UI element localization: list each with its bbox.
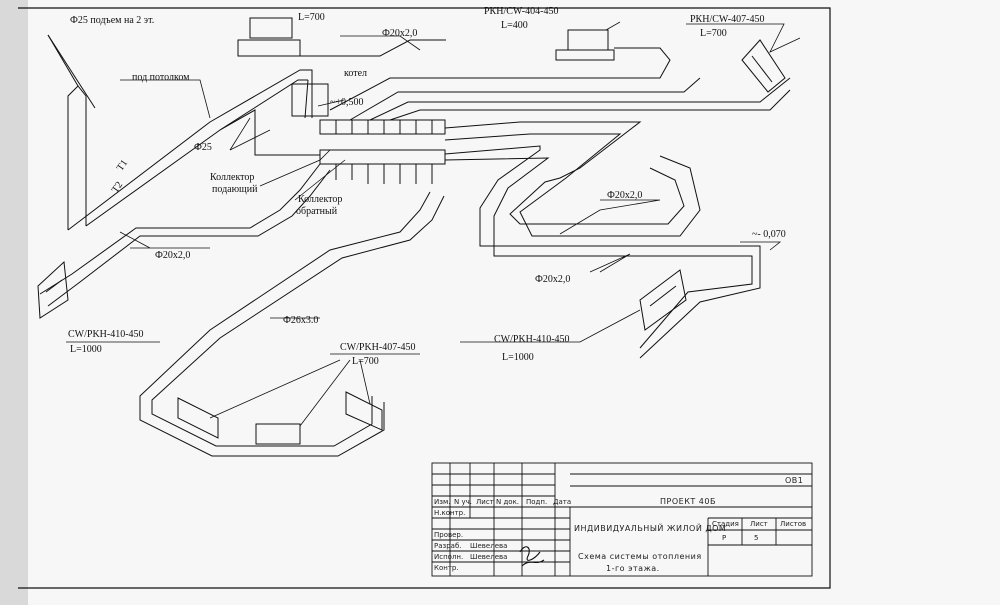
label-elevation-low: ~- 0,070: [752, 229, 786, 240]
label-rad-left-len: L=1000: [70, 344, 102, 355]
tb-sheet-label: Лист: [750, 520, 768, 528]
label-collector-supply-1: Коллектор: [210, 172, 255, 183]
tb-sheet-value: 5: [754, 534, 759, 542]
label-rad-bottom-name: CW/PKH-407-450: [340, 342, 416, 353]
tb-sheets-label: Листов: [780, 520, 807, 528]
tb-sheet-code: ОВ1: [785, 476, 804, 485]
label-rad-bottom-len: L=700: [352, 356, 379, 367]
boiler-symbol: [291, 83, 329, 117]
label-boiler: котел: [344, 68, 368, 79]
label-rad-top-a-len: L=700: [298, 12, 325, 23]
title-block: [431, 462, 813, 577]
pipe-main-bottom: [139, 191, 445, 457]
tb-col-data: Дата: [553, 498, 572, 506]
label-collector-return-1: Коллектор: [298, 194, 343, 205]
label-ceiling: под потолком: [132, 72, 190, 83]
scan-edge: [0, 0, 28, 605]
tb-title-1: Схема системы отопления: [578, 552, 702, 561]
frame-border: [18, 7, 831, 589]
label-elevation-top: ~+0,500: [330, 97, 364, 108]
pipe-t1-t2: [47, 34, 320, 231]
tb-col-izm: Изм.: [434, 498, 451, 506]
signature-image: [519, 546, 545, 567]
tb-row-kontr: Контр.: [434, 564, 459, 572]
tb-row-prover: Провер.: [434, 531, 464, 539]
label-rad-top-c-len: L=700: [700, 28, 727, 39]
tb-row-ispoln: Исполн.: [434, 553, 464, 561]
tb-title-2: 1-го этажа.: [606, 564, 660, 573]
tb-row-nkontr: Н.контр.: [434, 509, 466, 517]
tb-col-podp: Подп.: [526, 498, 548, 506]
label-pipe-right: Ф20х2,0: [535, 274, 571, 285]
radiator-top-a: [237, 17, 301, 57]
tb-col-list: Лист: [476, 498, 494, 506]
label-rad-top-b-len: L=400: [501, 20, 528, 31]
radiator-top-c: [741, 39, 786, 93]
label-collector-supply-2: подающий: [212, 184, 258, 195]
tb-stage-label: Стадия: [712, 520, 739, 528]
pipe-runs-top: [300, 39, 791, 121]
label-rad-right-len: L=1000: [502, 352, 534, 363]
elev-top-value: +0,500: [335, 97, 364, 108]
tb-object: ИНДИВИДУАЛЬНЫЙ ЖИЛОЙ ДОМ: [574, 524, 727, 533]
label-rad-right-name: CW/PKH-410-450: [494, 334, 570, 345]
radiator-top-b: [555, 29, 615, 61]
label-pipe-main: Ф26х3.0: [283, 315, 319, 326]
manifold-return: [319, 149, 446, 184]
pipe-runs-right: [444, 121, 761, 359]
tb-stage-value: Р: [722, 534, 727, 542]
tb-project: ПРОЕКТ 40Б: [660, 497, 716, 506]
label-riser: Ф25 подъем на 2 эт.: [70, 15, 155, 26]
label-collector-return-2: обратный: [296, 206, 338, 217]
label-rad-left-name: CW/PKH-410-450: [68, 329, 144, 340]
label-rad-top-c-name: РКН/CW-407-450: [690, 14, 765, 25]
label-pipe-left: Ф20х2,0: [155, 250, 191, 261]
label-d25: Ф25: [194, 142, 212, 153]
leader-lines: [66, 21, 801, 427]
label-pipe-top: Ф20х2,0: [382, 28, 418, 39]
tb-col-ndok: N док.: [496, 498, 520, 506]
manifold-supply: [319, 119, 446, 135]
label-pipe-mid: Ф20х2,0: [607, 190, 643, 201]
label-rad-top-b-name: РКН/CW-404-450: [484, 6, 559, 17]
elev-low-value: - 0,070: [757, 229, 786, 240]
pipe-runs-left: [37, 163, 331, 319]
tb-row-razrab: Разраб.: [434, 542, 462, 550]
tb-name-ispoln: Шевелева: [470, 553, 508, 561]
tb-name-razrab: Шевелева: [470, 542, 508, 550]
tb-col-nuch: N уч.: [454, 498, 472, 506]
